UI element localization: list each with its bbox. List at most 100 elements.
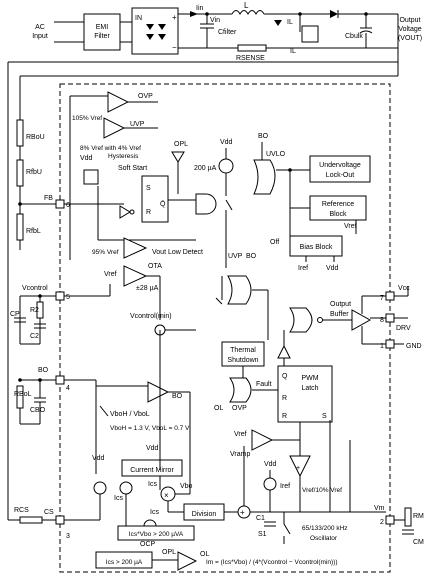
il-label-2: IL <box>290 48 296 55</box>
pin-1-label: 1 <box>380 343 384 350</box>
output-buffer-label-2: Buffer <box>330 311 349 318</box>
pwm-q-label: Q <box>282 373 288 380</box>
pin-8-drv <box>385 313 395 323</box>
vcc-label: Vcc <box>398 285 410 292</box>
pin-5-vcontrol <box>55 291 65 301</box>
cs-pin-label: CS <box>44 509 54 516</box>
vbo-hl-label: VboH / VboL <box>110 411 150 418</box>
im-formula: Im = (Ics*Vbo) / (4*(Vcontrol − Vcontrol… <box>206 559 337 566</box>
ics-left-label: Ics <box>114 495 123 502</box>
cp-label: CP <box>10 311 20 318</box>
reference-label-2: Block <box>329 211 347 218</box>
ic-boundary <box>59 83 391 573</box>
uvp-comparator <box>103 117 126 139</box>
current-source-icon <box>218 158 234 174</box>
emi-filter-label-1: EMI <box>96 24 109 31</box>
bias-label: Bias Block <box>300 244 333 251</box>
pin-2-label: 2 <box>380 519 384 526</box>
ics200-label: Ics > 200 µA <box>106 559 143 566</box>
c1-label: C1 <box>256 515 265 522</box>
rbol-label: RBoL <box>14 391 32 398</box>
pwm-r-label: R <box>282 395 287 402</box>
vramp-label: Vramp <box>230 451 250 458</box>
nor-gate <box>289 307 313 333</box>
pin-7-label: 7 <box>380 295 384 302</box>
or-gate <box>253 159 276 195</box>
vdd3b-label: Vdd <box>146 445 159 452</box>
opl2-label: OPL <box>162 549 176 556</box>
pwm-r2-label: R <box>282 413 287 420</box>
vramp-comparator <box>251 429 274 451</box>
bo2-label: BO <box>246 253 257 260</box>
bias-block-box <box>289 235 343 257</box>
bo-comp-label: BO <box>172 393 183 400</box>
il-label: IL <box>287 19 293 26</box>
cfilter-label: Cfilter <box>218 29 237 36</box>
ics-vbo-label: Ics*Vbo > 200 µVA <box>129 531 184 538</box>
uvp2-label: UVP <box>228 253 243 260</box>
inductor-label: L <box>244 1 249 10</box>
uvp-label: UVP <box>130 121 145 128</box>
pin-7-vcc <box>385 291 395 301</box>
vbo-label: Vbo <box>180 483 193 490</box>
current-arrow-icon <box>190 11 198 17</box>
pin-5-label: 5 <box>66 294 70 301</box>
bo-top-label: BO <box>258 133 269 140</box>
vout-low-comparator <box>123 237 148 259</box>
left-external: RBoU RfbU FB RfbL Vcontrol R2 C2 CP BO R… <box>8 119 56 524</box>
rbou-resistor <box>16 119 24 147</box>
diode-icon <box>158 24 166 30</box>
rsense-label: RSENSE <box>236 55 265 62</box>
and-gate <box>195 193 217 215</box>
rcs-resistor <box>19 516 43 524</box>
osc-label-2: Oscillator <box>310 535 338 542</box>
output-voltage-label-2: Voltage <box>398 26 421 33</box>
ovp-label: OVP <box>138 93 153 100</box>
iref-label: Iref <box>298 265 308 272</box>
ac-input-label-1: AC <box>35 24 45 31</box>
thermal-shutdown-box <box>221 341 265 367</box>
vcontrol-label: Vcontrol <box>22 285 48 292</box>
bridge-minus-label: − <box>172 43 177 52</box>
inductor-icon <box>231 10 265 16</box>
reference-label-1: Reference <box>322 201 354 208</box>
osc-label-1: 65/133/200 kHz <box>302 525 348 532</box>
ovp-comparator <box>107 91 130 113</box>
thermal-label-1: Thermal <box>230 347 256 354</box>
fb-label: FB <box>44 195 53 202</box>
vdd3-label: Vdd <box>92 455 105 462</box>
ota-amplifier <box>123 265 148 287</box>
gnd-label: GND <box>406 343 422 350</box>
reference-block-box <box>309 195 367 221</box>
ics-vbo-box <box>117 525 195 541</box>
buffer-up <box>277 344 291 359</box>
bridge-in-label: IN <box>135 15 142 22</box>
vout-low-label: Vout Low Detect <box>152 249 203 256</box>
oscillator-section: Vref Vramp Vdd Iref + Vref/10% Vref C1 S… <box>230 420 351 544</box>
bo-section: BO VboH / VboL VboH = 1.3 V, VboL = 0.7 … <box>64 379 190 474</box>
ota-current-label: ±28 µA <box>136 285 159 292</box>
ocp-label: OCP <box>140 541 156 548</box>
vref2-label: Vref <box>234 431 247 438</box>
bridge-plus-label: + <box>172 13 177 22</box>
bo-comparator <box>147 381 170 403</box>
rfbu-label: RfbU <box>26 169 42 176</box>
inverter <box>119 205 131 219</box>
osc-plus-glyph: + <box>296 465 300 472</box>
sr-latch <box>141 175 169 223</box>
vcontrol-min-label: Vcontrol(min) <box>130 313 172 320</box>
current-mirror-section: Vdd Vdd Current Mirror Ics Ics × Vbo Ics… <box>64 329 386 530</box>
current-mirror-label: Current Mirror <box>130 467 174 474</box>
vref95-label: 95% Vref <box>92 249 119 256</box>
transistor-icon <box>93 481 107 495</box>
emi-filter-box <box>83 13 121 51</box>
vdd4-label: Vdd <box>264 461 277 468</box>
soft-start-section: Vdd Soft Start S R Q̄ OPL <box>80 141 217 241</box>
pwm-latch-box <box>277 365 333 423</box>
current-mirror-box <box>121 459 183 477</box>
cbo-label: CBO <box>30 407 46 414</box>
pwm-label-1: PWM <box>301 375 318 382</box>
vdd-label: Vdd <box>80 155 93 162</box>
vdd2-label: Vdd <box>220 139 233 146</box>
rsense-resistor <box>237 44 267 52</box>
